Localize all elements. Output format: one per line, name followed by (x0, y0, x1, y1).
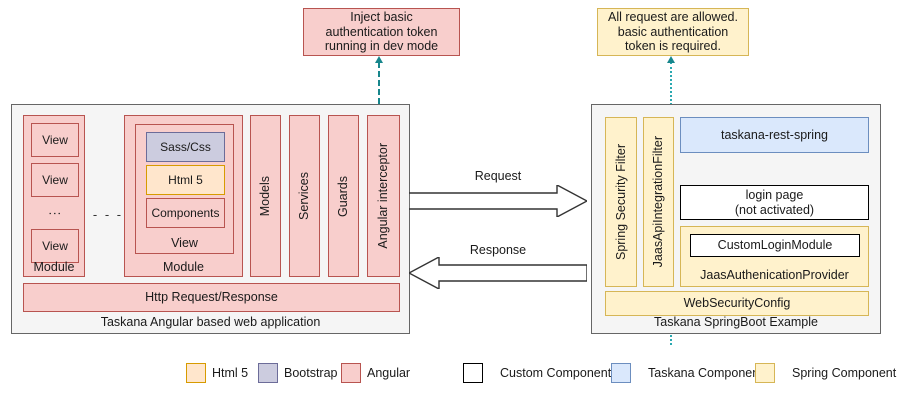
connector-line-left (378, 62, 380, 104)
request-arrow-label: Request (409, 168, 587, 184)
legend-swatch-taskana-icon (611, 363, 631, 383)
view-container-label: View (171, 236, 198, 250)
column-guards-label: Guards (336, 175, 351, 217)
column-models-label: Models (258, 175, 273, 217)
response-arrow-label: Response (409, 242, 587, 258)
column-services: Services (289, 115, 320, 277)
legend-item-taskana-component: Taskana Component (611, 363, 763, 383)
legend-label-bootstrap: Bootstrap (284, 366, 338, 380)
callout-all-requests-allowed: All request are allowed. basic authentic… (597, 8, 749, 56)
spring-security-filter-label: Spring Security Filter (613, 143, 628, 260)
legend-swatch-html5-icon (186, 363, 206, 383)
view-label: View (42, 132, 68, 147)
views-ellipsis-glyph: ⋮ (47, 207, 63, 221)
legend-swatch-spring-icon (755, 363, 775, 383)
left-panel-caption: Taskana Angular based web application (100, 315, 321, 329)
sass-css-label: Sass/Css (160, 139, 211, 154)
legend-label-spring-component: Spring Component (792, 366, 897, 380)
login-page: login page (not activated) (680, 185, 869, 220)
html5-box: Html 5 (146, 165, 225, 195)
response-label-text: Response (469, 242, 527, 257)
view-box: View (31, 163, 79, 197)
components-box: Components (146, 198, 225, 228)
http-request-response-bar: Http Request/Response (23, 283, 400, 312)
custom-login-module-label: CustomLoginModule (717, 238, 833, 253)
view-box: View (31, 229, 79, 263)
right-panel-caption: Taskana SpringBoot Example (654, 315, 818, 329)
legend-label-angular: Angular (367, 366, 411, 380)
right-panel-springboot-example: Spring Security Filter JaasApiIntegratio… (591, 104, 881, 334)
column-services-label: Services (297, 172, 312, 220)
module-two: Sass/Css Html 5 Components View Module (124, 115, 243, 277)
view-box: View (31, 123, 79, 157)
html5-label: Html 5 (168, 172, 203, 187)
http-request-response-label: Http Request/Response (145, 290, 278, 305)
module-one: View View ⋮ View Module (23, 115, 85, 277)
view-label: View (42, 238, 68, 253)
callout-inject-token-text: Inject basic authentication token runnin… (324, 9, 439, 54)
legend-item-bootstrap: Bootstrap (258, 363, 338, 383)
column-angular-interceptor: Angular interceptor (367, 115, 400, 277)
column-guards: Guards (328, 115, 359, 277)
left-panel-angular-app: View View ⋮ View Module - - - Sass/Css H… (11, 104, 410, 334)
legend-swatch-custom-icon (463, 363, 483, 383)
login-page-label-line2: (not activated) (734, 202, 815, 217)
legend-item-html5: Html 5 (186, 363, 248, 383)
modules-separator-glyph: - - - (92, 207, 124, 223)
web-security-config-label: WebSecurityConfig (683, 296, 791, 311)
request-arrow (409, 185, 587, 217)
module-two-label: Module (163, 260, 204, 274)
custom-login-module: CustomLoginModule (690, 234, 860, 257)
spring-security-filter: Spring Security Filter (605, 117, 637, 287)
views-ellipsis: ⋮ (31, 201, 79, 227)
legend-label-custom-component: Custom Component (500, 366, 612, 380)
login-page-label-line1: login page (745, 187, 804, 202)
modules-separator: - - - (91, 205, 125, 225)
jaas-api-integration-filter-label: JaasApiIntegrationFilter (651, 136, 666, 268)
module-one-label: Module (33, 260, 75, 274)
request-label-text: Request (474, 168, 522, 183)
jaas-api-integration-filter: JaasApiIntegrationFilter (643, 117, 674, 287)
legend-item-custom-component: Custom Component (463, 363, 611, 383)
legend-label-taskana-component: Taskana Component (648, 366, 763, 380)
callout-inject-token: Inject basic authentication token runnin… (303, 8, 460, 56)
components-label: Components (151, 205, 220, 220)
taskana-rest-spring-label: taskana-rest-spring (721, 127, 828, 142)
view-label: View (42, 172, 68, 187)
callout-all-requests-allowed-text: All request are allowed. basic authentic… (608, 9, 738, 54)
response-arrow (409, 257, 587, 289)
legend-item-spring-component: Spring Component (755, 363, 896, 383)
legend-swatch-bootstrap-icon (258, 363, 278, 383)
connector-arrow-left-icon (375, 56, 383, 63)
jaas-authentication-provider-label: JaasAuthenicationProvider (700, 268, 849, 282)
legend-label-html5: Html 5 (212, 366, 249, 380)
sass-css-box: Sass/Css (146, 132, 225, 162)
taskana-rest-spring: taskana-rest-spring (680, 117, 869, 153)
view-container: Sass/Css Html 5 Components View (135, 124, 234, 254)
column-angular-interceptor-label: Angular interceptor (376, 143, 391, 249)
jaas-authentication-provider: CustomLoginModule JaasAuthenicationProvi… (680, 226, 869, 287)
legend-item-angular: Angular (341, 363, 410, 383)
web-security-config: WebSecurityConfig (605, 291, 869, 316)
legend-swatch-angular-icon (341, 363, 361, 383)
column-models: Models (250, 115, 281, 277)
connector-arrow-right-icon (667, 56, 675, 63)
